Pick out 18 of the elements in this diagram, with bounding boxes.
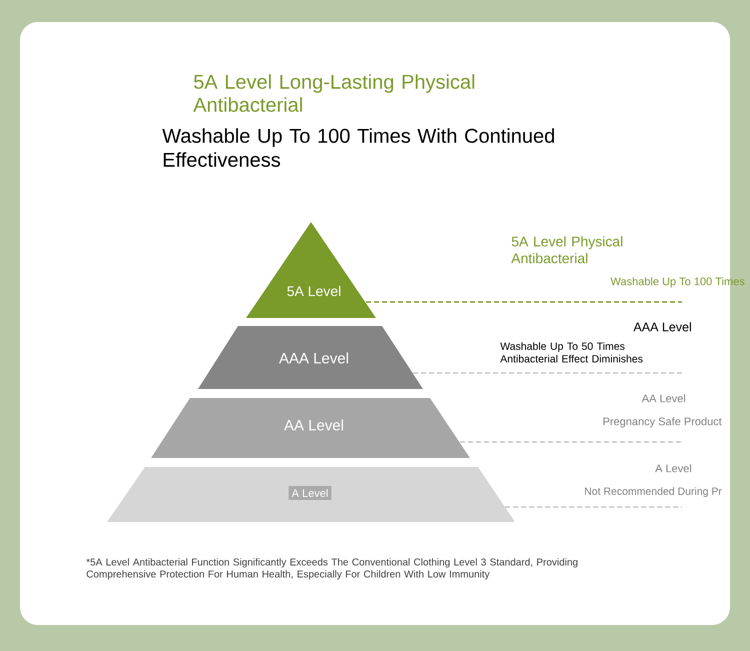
- side-heading: AAA Level: [633, 322, 691, 332]
- title: 5A Level Long-Lasting Physical Antibacterial: [193, 74, 474, 112]
- side-heading: 5A Level Physical Antibacterial: [511, 236, 622, 264]
- leader-line: [504, 506, 682, 508]
- leader-line: [412, 372, 682, 374]
- pyramid-level: A Level: [107, 467, 515, 522]
- leader-line: [366, 301, 682, 303]
- subtitle: Washable Up To 100 Times With Continued Effectiveness: [162, 128, 554, 167]
- pyramid-level: AA Level: [151, 398, 470, 458]
- pyramid-level: 5A Level: [246, 222, 376, 318]
- side-text: Not Recommended During Pr: [585, 487, 722, 497]
- side-text: Pregnancy Safe Product: [603, 417, 722, 428]
- side-text: Washable Up To 100 Times: [610, 277, 744, 288]
- side-heading: A Level: [655, 464, 692, 472]
- footnote: *5A Level Antibacterial Function Significantly Exceeds The Conventional Clothing Level 3 Standard, Providing Comprehensive Protection For Human Health, Especially For Children With Low Immunity: [86, 558, 578, 580]
- side-text: Washable Up To 50 Times Antibacterial Effect Diminishes: [500, 342, 643, 363]
- side-heading: AA Level: [642, 394, 686, 402]
- pyramid-level: AAA Level: [198, 326, 423, 389]
